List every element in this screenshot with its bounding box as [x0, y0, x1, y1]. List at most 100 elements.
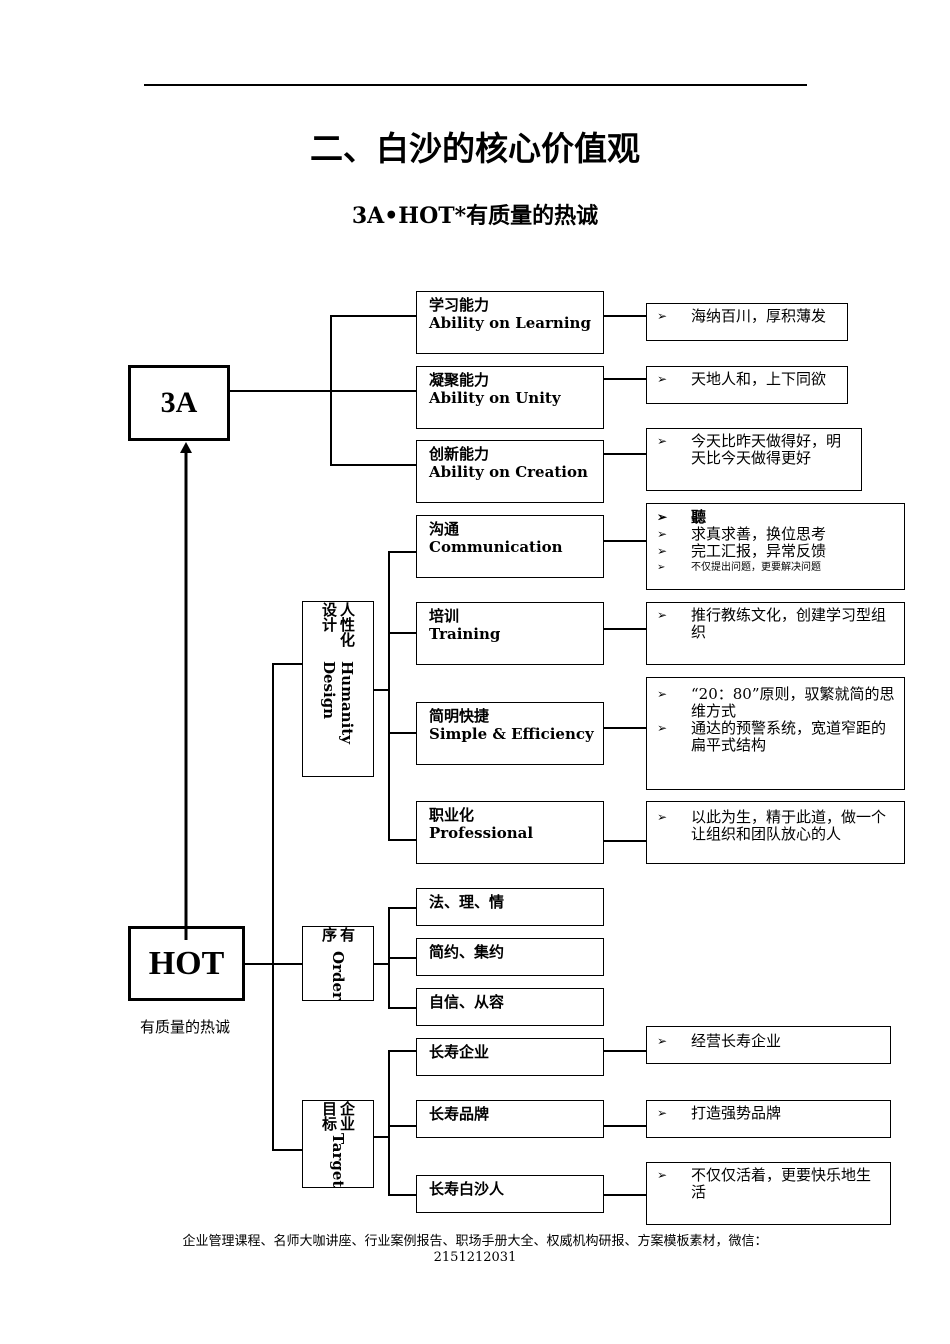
bullet-arrow-icon: ➢ — [657, 810, 668, 824]
note-text: 不仅仅活着，更要快乐地生活 — [691, 1166, 872, 1201]
bullet-arrow-icon: ➢ — [657, 434, 668, 448]
note-simple-efficiency: ➢ “20：80”原则，驭繁就简的思维方式 ➢ 通达的预警系统，宽道窄距的扁平式结构 — [646, 677, 905, 790]
ability-unity-cn: 凝聚能力 — [429, 371, 490, 389]
note-text: 聽 — [691, 508, 707, 526]
group-target-en: Target — [329, 1132, 347, 1187]
ability-learning-cn: 学习能力 — [429, 296, 490, 314]
connector — [374, 1136, 388, 1138]
simple-efficiency-cn: 简明快捷 — [429, 707, 490, 725]
connector — [330, 464, 416, 466]
target-item-label: 长寿品牌 — [429, 1105, 490, 1123]
note-unity: ➢ 天地人和，上下同欲 — [646, 366, 848, 404]
bullet-arrow-icon: ➢ — [657, 721, 668, 735]
connector — [374, 963, 388, 965]
bullet-arrow-icon: ➢ — [657, 687, 668, 701]
professional-en: Professional — [429, 824, 534, 842]
connector — [604, 840, 646, 842]
note-text: 通达的预警系统，宽道窄距的扁平式结构 — [691, 719, 887, 754]
group-order-en: Order — [329, 951, 347, 1000]
header-rule — [144, 84, 807, 86]
root-hot-label: HOT — [148, 944, 225, 982]
group-order-cn: 有序 — [320, 927, 356, 942]
connector — [388, 1007, 416, 1009]
note-creation: ➢ 今天比昨天做得好，明天比今天做得更好 — [646, 428, 862, 491]
order-item-3: 自信、从容 — [416, 988, 604, 1026]
connector — [330, 315, 416, 317]
note-text: “20：80”原则，驭繁就简的思维方式 — [691, 685, 895, 720]
note-text: 完工汇报，异常反馈 — [691, 542, 827, 560]
root-3a-box: 3A — [128, 365, 230, 441]
target-item-label: 长寿白沙人 — [429, 1180, 505, 1198]
bullet-arrow-icon: ➢ — [657, 544, 668, 558]
hot-caption: 有质量的热诚 — [140, 1018, 231, 1036]
page-subtitle: 3A•HOT*有质量的热诚 — [351, 203, 599, 229]
connector — [604, 540, 646, 542]
hot-trunk — [272, 663, 274, 1151]
note-longevity-company: ➢ 经营长寿企业 — [646, 1026, 891, 1064]
connector — [388, 839, 416, 841]
target-longevity-brand: 长寿品牌 — [416, 1100, 604, 1138]
humanity-spine — [388, 551, 390, 840]
connector — [388, 907, 416, 909]
note-text: 今天比昨天做得好，明天比今天做得更好 — [691, 432, 842, 467]
connector — [388, 1194, 416, 1196]
connector — [604, 628, 646, 630]
training-box: 培训 Training — [416, 602, 604, 665]
footer-line-1: 企业管理课程、名师大咖讲座、行业案例报告、职场手册大全、权威机构研报、方案模板素… — [182, 1234, 768, 1249]
connector — [604, 1194, 646, 1196]
training-cn: 培训 — [429, 607, 460, 625]
group-target-cn: 企业目标 — [320, 1101, 356, 1131]
connector — [604, 1125, 646, 1127]
order-item-label: 法、理、情 — [429, 893, 505, 911]
bullet-arrow-icon: ➢ — [657, 372, 668, 386]
ability-learning-en: Ability on Learning — [429, 314, 591, 332]
note-text: 不仅提出问题，更要解决问题 — [691, 562, 821, 573]
group-humanity-box: 人性化设计 Humanity Design — [302, 601, 374, 777]
connector — [388, 732, 416, 734]
3a-branch-connector — [230, 390, 330, 392]
note-longevity-people: ➢ 不仅仅活着，更要快乐地生活 — [646, 1162, 891, 1225]
bullet-arrow-icon: ➢ — [657, 510, 668, 524]
ability-creation-cn: 创新能力 — [429, 445, 490, 463]
connector — [604, 727, 646, 729]
note-longevity-brand: ➢打造强势品牌 — [646, 1100, 891, 1138]
connector — [272, 1149, 302, 1151]
ability-unity-en: Ability on Unity — [429, 389, 561, 407]
group-target-box: 企业目标 Target — [302, 1100, 374, 1188]
note-text: 以此为生，精于此道，做一个让组织和团队放心的人 — [691, 808, 887, 843]
connector — [388, 1050, 416, 1052]
bullet-arrow-icon: ➢ — [657, 562, 666, 573]
note-communication: ➢聽 ➢求真求善，换位思考 ➢完工汇报，异常反馈 ➢不仅提出问题，更要解决问题 — [646, 503, 905, 590]
page-title: 二、白沙的核心价值观 — [310, 129, 640, 168]
connector — [388, 632, 416, 634]
bullet-arrow-icon: ➢ — [657, 1106, 668, 1120]
bullet-arrow-icon: ➢ — [657, 608, 668, 622]
note-text: 经营长寿企业 — [691, 1032, 782, 1050]
order-item-label: 简约、集约 — [429, 943, 505, 961]
communication-en: Communication — [429, 538, 563, 556]
bullet-arrow-icon: ➢ — [657, 527, 668, 541]
root-3a-label: 3A — [160, 386, 198, 419]
connector — [604, 315, 646, 317]
note-text: 天地人和，上下同欲 — [691, 370, 827, 388]
connector — [604, 453, 646, 455]
ability-creation-box: 创新能力 Ability on Creation — [416, 440, 604, 503]
professional-cn: 职业化 — [429, 806, 475, 824]
professional-box: 职业化 Professional — [416, 801, 604, 864]
connector — [604, 378, 646, 380]
connector — [388, 551, 416, 553]
footer-line-2: 2151212031 — [433, 1250, 517, 1265]
connector — [604, 1050, 646, 1052]
communication-box: 沟通 Communication — [416, 515, 604, 578]
target-longevity-people: 长寿白沙人 — [416, 1175, 604, 1213]
connector — [272, 663, 302, 665]
connector — [388, 957, 416, 959]
connector — [330, 390, 416, 392]
bullet-arrow-icon: ➢ — [657, 1034, 668, 1048]
group-order-box: 有序 Order — [302, 926, 374, 1001]
hot-to-3a-arrow — [180, 442, 192, 940]
bullet-arrow-icon: ➢ — [657, 1168, 668, 1182]
hot-connector — [245, 963, 272, 965]
group-humanity-en: Humanity Design — [320, 660, 356, 744]
ability-creation-en: Ability on Creation — [429, 463, 588, 481]
